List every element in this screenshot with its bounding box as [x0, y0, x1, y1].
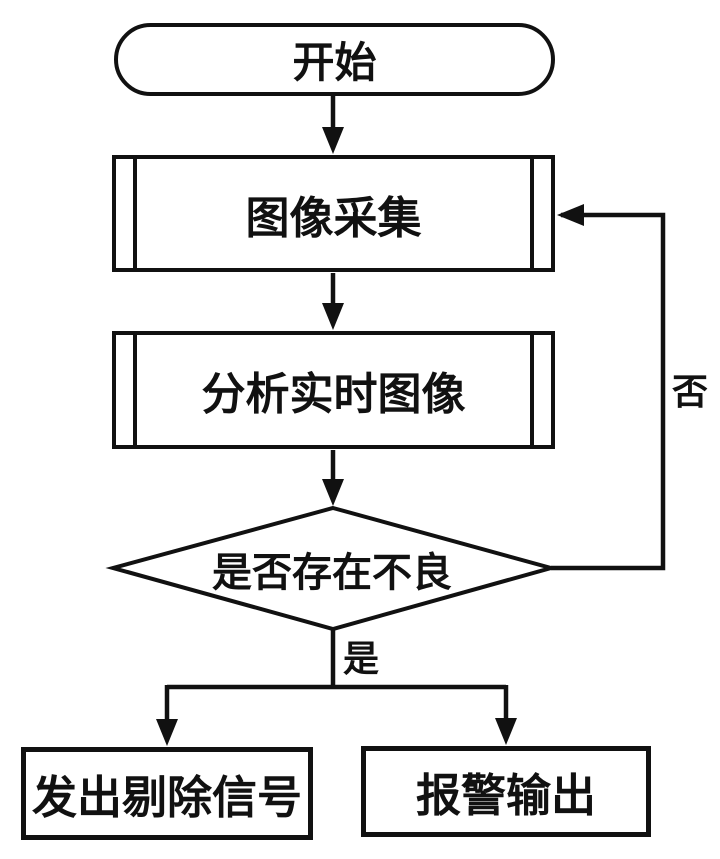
node-analyze-image: 分析实时图像: [112, 331, 555, 449]
node-analyze-image-label: 分析实时图像: [201, 370, 466, 419]
predefined-process-bar-right: [530, 335, 534, 445]
node-reject-signal: 发出剔除信号: [21, 747, 313, 840]
predefined-process-bar-left: [133, 159, 137, 268]
edge-no-loopback: [551, 212, 666, 571]
predefined-process-bar-left: [133, 335, 137, 445]
node-decision-label: 是否存在不良: [212, 550, 452, 595]
node-alarm-output-label: 报警输出: [415, 770, 596, 821]
edge-segments: [164, 96, 666, 722]
node-start: 开始: [114, 23, 555, 96]
node-start-label: 开始: [292, 39, 377, 86]
arrowhead-into-decision: [322, 479, 344, 506]
node-image-capture-label: 图像采集: [245, 193, 422, 243]
arrowhead-into-analyze: [322, 303, 344, 330]
node-image-capture: 图像采集: [112, 155, 555, 272]
decision-diamond: [105, 505, 559, 632]
arrowhead-loopback-into-capture: [557, 204, 584, 226]
node-reject-signal-label: 发出剔除信号: [31, 772, 302, 823]
predefined-process-bar-right: [530, 159, 534, 268]
arrowhead-into-reject: [156, 719, 178, 746]
arrowheads: [156, 127, 584, 746]
edge-label-no: 否: [672, 371, 709, 412]
arrowhead-into-alarm: [495, 718, 517, 745]
node-decision: 是否存在不良: [113, 508, 551, 629]
edge-label-yes: 是: [343, 638, 380, 679]
node-alarm-output: 报警输出: [361, 746, 651, 837]
arrowhead-into-capture: [322, 127, 344, 154]
